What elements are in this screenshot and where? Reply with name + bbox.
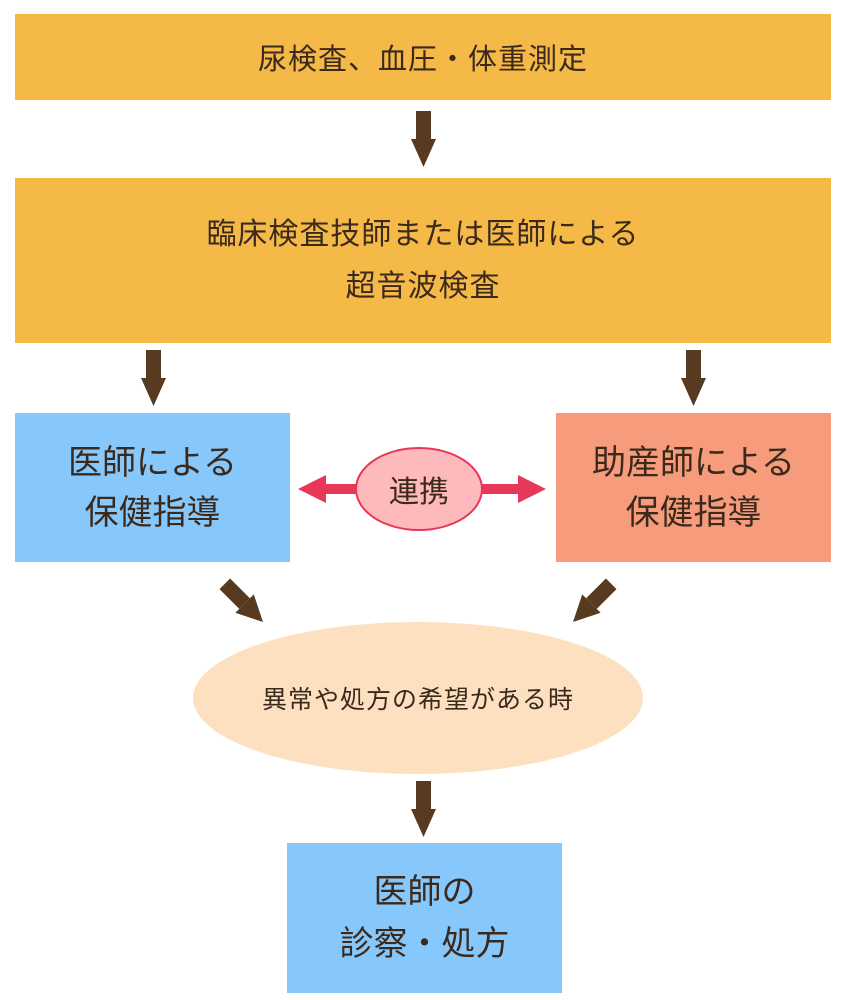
step-urine-bp-weight: 尿検査、血圧・体重測定 <box>15 14 831 100</box>
step-ultrasound: 臨床検査技師または医師による 超音波検査 <box>15 178 831 343</box>
arrow-down-icon <box>411 111 436 167</box>
doctor-health-guidance: 医師による 保健指導 <box>15 413 290 562</box>
midwife-guidance-line-2: 保健指導 <box>625 492 762 533</box>
doctor-guidance-line-1: 医師による <box>68 442 237 483</box>
arrow-down-icon <box>681 350 706 406</box>
midwife-guidance-line-1: 助産師による <box>592 442 795 483</box>
step-ultrasound-line-2: 超音波検査 <box>345 268 501 304</box>
arrow-diagonal-down-right-icon <box>219 578 263 622</box>
final-step-line-2: 診察・処方 <box>339 924 510 964</box>
final-step-line-1: 医師の <box>373 872 476 912</box>
step-ultrasound-line-1: 臨床検査技師または医師による <box>206 216 640 252</box>
collaboration-label: 連携 <box>389 475 449 510</box>
arrow-down-icon <box>411 781 436 837</box>
condition-abnormal-or-prescription: 異常や処方の希望がある時 <box>193 622 643 774</box>
doctor-guidance-line-2: 保健指導 <box>84 492 221 533</box>
doctor-examination-prescription: 医師の 診察・処方 <box>287 843 562 993</box>
condition-label: 異常や処方の希望がある時 <box>261 685 574 714</box>
arrow-diagonal-down-left-icon <box>573 578 617 622</box>
step-urine-bp-weight-label: 尿検査、血圧・体重測定 <box>257 42 588 76</box>
collaboration-badge: 連携 <box>355 447 483 531</box>
midwife-health-guidance: 助産師による 保健指導 <box>556 413 831 562</box>
arrow-down-icon <box>141 350 166 406</box>
